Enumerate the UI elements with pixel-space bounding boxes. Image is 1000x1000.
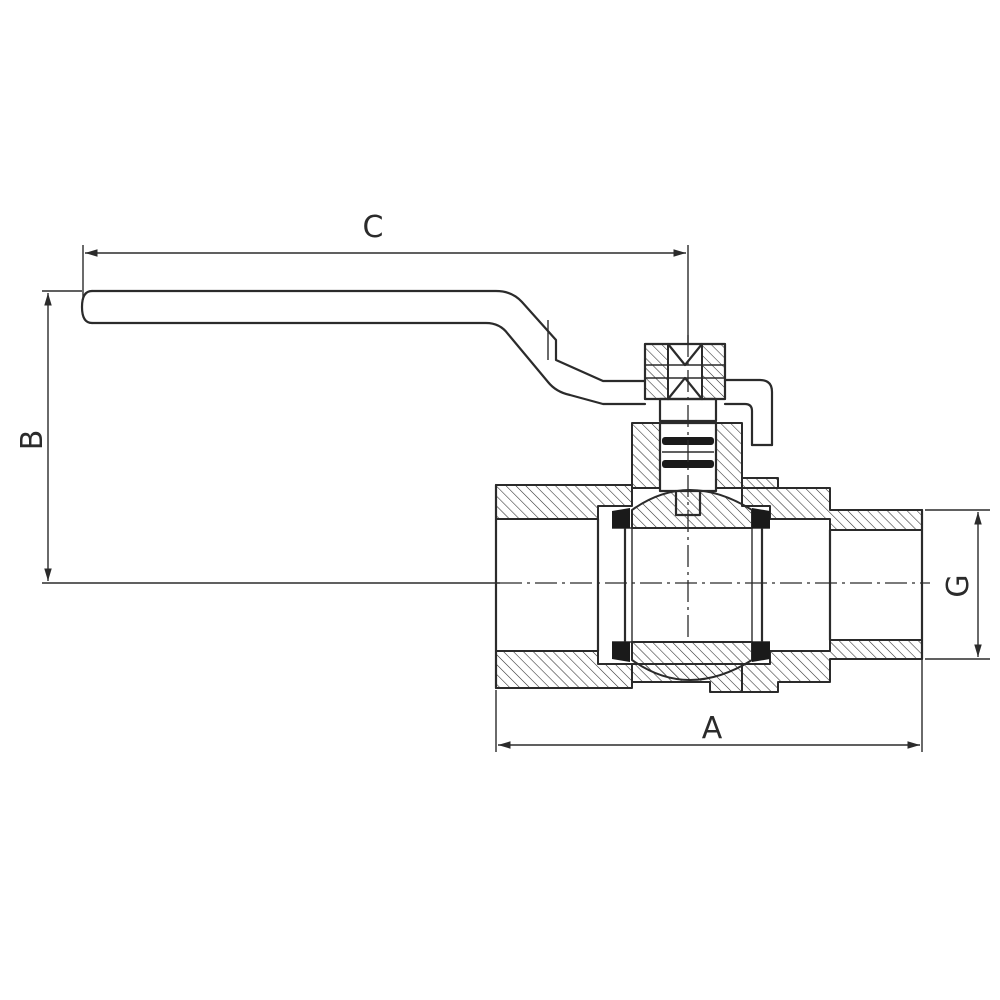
dimension-label-c: C [363, 210, 384, 245]
dimension-a: A [495, 660, 923, 752]
seal-bottom-right [752, 642, 770, 662]
dimension-label-a: A [702, 711, 723, 746]
dimension-b: B [15, 290, 500, 584]
dimension-g: G [925, 509, 990, 660]
ball-seals [612, 508, 770, 662]
stem-nut [643, 342, 727, 401]
dimension-label-b: B [15, 430, 50, 451]
dimension-c: C [82, 210, 689, 345]
packing-ring-bottom [662, 460, 714, 468]
seal-top-left [612, 508, 630, 528]
seal-top-right [752, 508, 770, 528]
lever-handle [80, 289, 774, 447]
ball [623, 489, 764, 681]
dimension-label-g: G [941, 574, 976, 597]
center-lines [500, 335, 930, 640]
seal-bottom-left [612, 642, 630, 662]
